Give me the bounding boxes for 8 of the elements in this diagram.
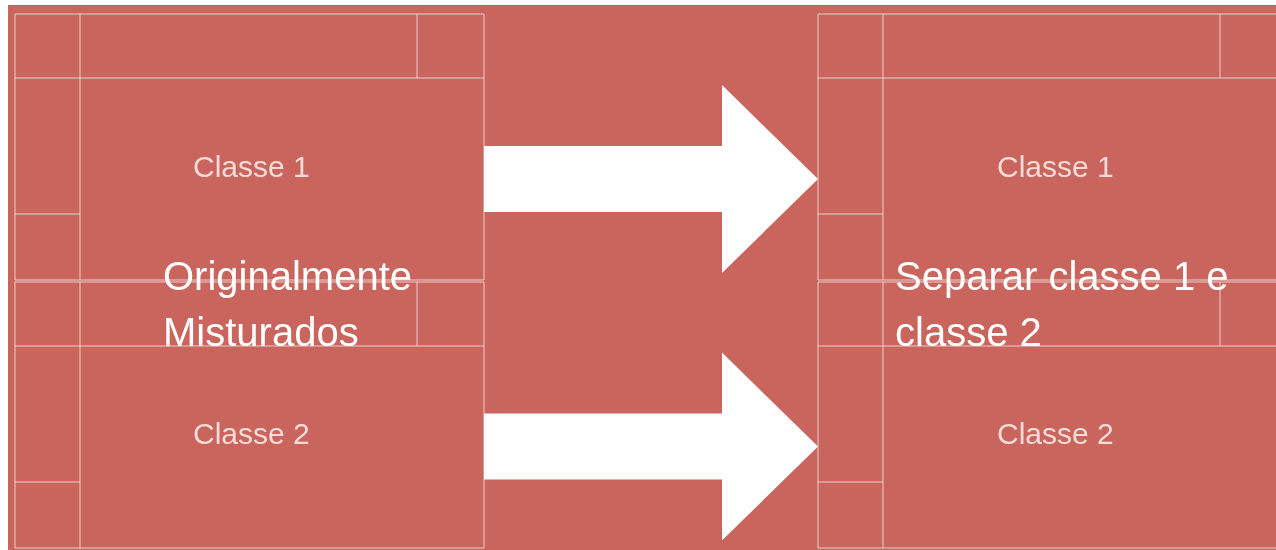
class-label: Classe 1 (193, 150, 310, 184)
annotation-text: Separar classe 1 e classe 2 (895, 253, 1230, 356)
block-arrow (484, 85, 818, 273)
annotation-text: Originalmente Misturados (163, 253, 413, 356)
class-label: Classe 2 (193, 417, 310, 451)
block-arrow (484, 352, 818, 541)
class-label: Classe 1 (997, 150, 1114, 184)
class-label: Classe 2 (997, 417, 1114, 451)
